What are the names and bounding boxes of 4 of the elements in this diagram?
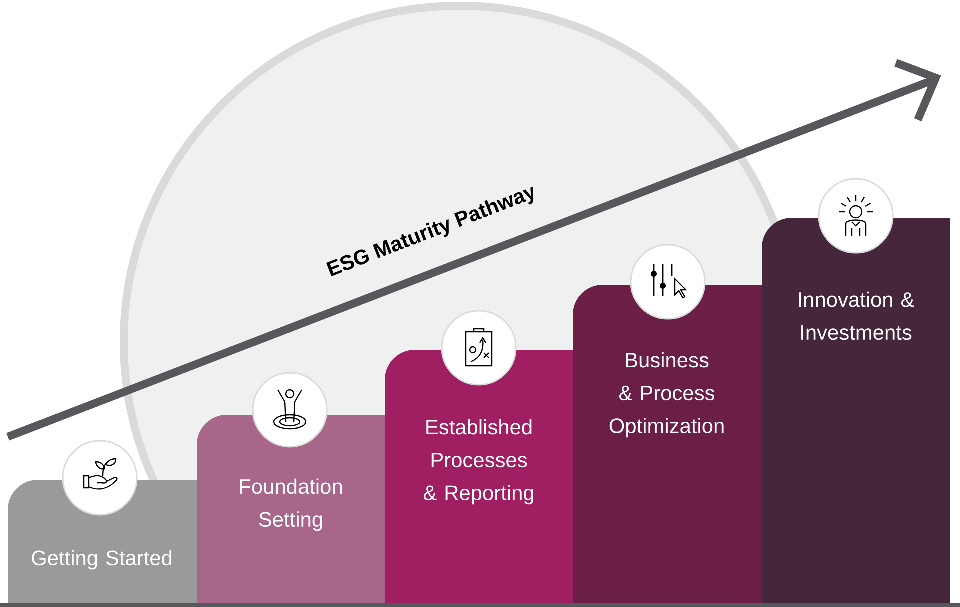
step-bar: Innovation & Investments [762, 218, 950, 603]
step-bar: Foundation Setting [197, 415, 385, 603]
step-bar: Established Processes & Reporting [385, 350, 573, 603]
step-bar: Business & Process Optimization [573, 285, 762, 603]
